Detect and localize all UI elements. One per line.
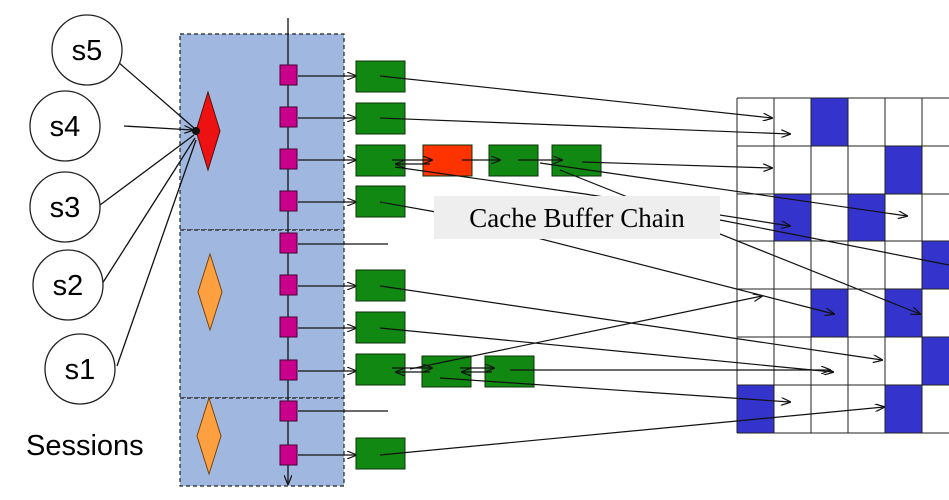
hash-bucket bbox=[279, 359, 298, 381]
session-s4: s4 bbox=[29, 90, 101, 162]
cached-block bbox=[922, 241, 949, 289]
session-label: s2 bbox=[53, 270, 84, 302]
buffer-cache-grid bbox=[736, 97, 949, 434]
chain-label-box: Cache Buffer Chain bbox=[434, 196, 720, 239]
cached-block bbox=[922, 337, 949, 385]
session-label: s3 bbox=[50, 192, 81, 224]
cached-block bbox=[885, 385, 922, 433]
buffer-header bbox=[355, 353, 406, 386]
session-connectors bbox=[99, 61, 197, 367]
hash-bucket bbox=[279, 316, 298, 338]
cached-block bbox=[848, 194, 885, 241]
latch-idle-icon bbox=[197, 252, 223, 332]
latch-active-icon bbox=[195, 90, 221, 172]
session-label: s1 bbox=[65, 354, 96, 386]
chain-label: Cache Buffer Chain bbox=[469, 203, 685, 233]
hash-bucket bbox=[279, 232, 298, 254]
grid-lines bbox=[736, 97, 949, 434]
latch-idle-icon bbox=[196, 396, 222, 476]
session-label: s5 bbox=[72, 35, 103, 67]
session-s5: s5 bbox=[51, 14, 123, 86]
hash-bucket bbox=[279, 106, 298, 128]
hash-bucket bbox=[279, 64, 298, 86]
buffer-header bbox=[355, 269, 406, 302]
cached-block bbox=[885, 146, 922, 194]
hash-bucket bbox=[279, 400, 298, 422]
chain-links bbox=[392, 160, 562, 372]
hash-bucket bbox=[279, 148, 298, 170]
cached-block bbox=[737, 385, 774, 433]
session-s2: s2 bbox=[32, 249, 104, 321]
hash-bucket bbox=[279, 274, 298, 296]
session-s1: s1 bbox=[44, 333, 116, 405]
hash-bucket bbox=[279, 190, 298, 212]
latch-junction-dot bbox=[192, 127, 200, 135]
hash-buckets bbox=[279, 64, 298, 466]
cached-block bbox=[811, 98, 848, 146]
hash-bucket bbox=[279, 444, 298, 466]
block-pointers bbox=[379, 75, 949, 456]
sessions-label: Sessions bbox=[26, 430, 144, 462]
session-label: s4 bbox=[50, 111, 81, 143]
bucket-stubs bbox=[298, 76, 388, 455]
session-s3: s3 bbox=[29, 171, 101, 243]
